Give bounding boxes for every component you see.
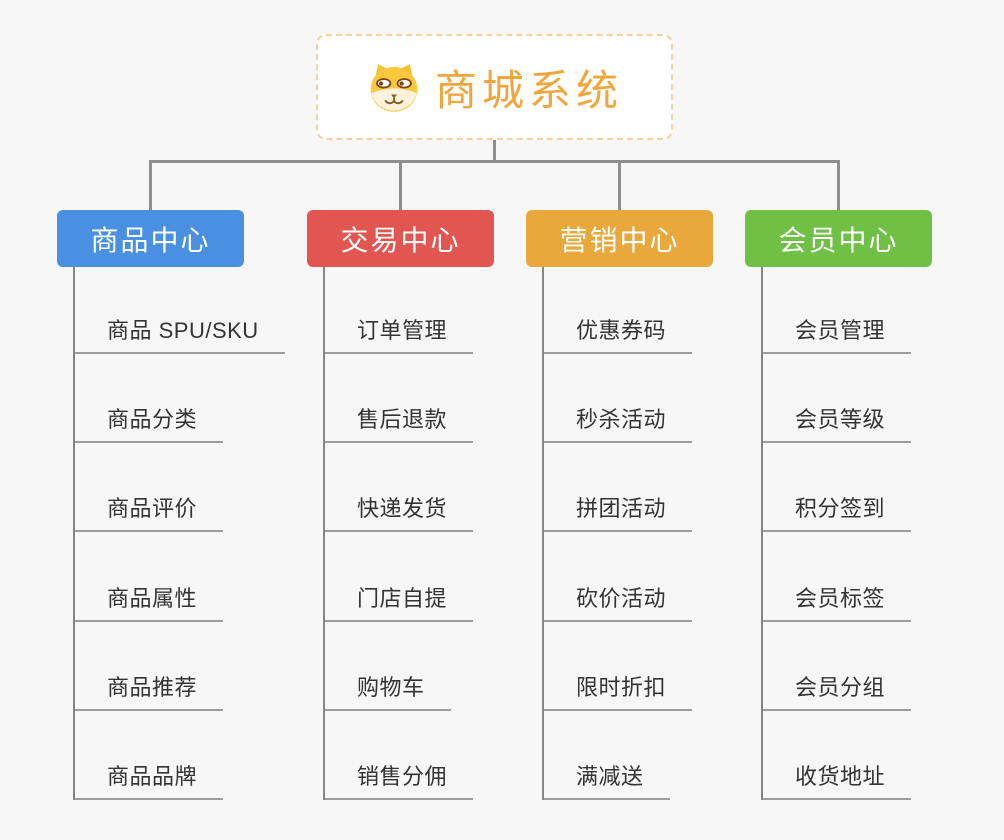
branch-label: 会员中心 [778,224,899,256]
subtopic-item[interactable]: 砍价活动 [544,532,693,622]
subtopic-item[interactable]: 门店自提 [325,532,474,622]
root-topic[interactable]: 商城系统 [316,34,673,140]
root-title: 商城系统 [434,66,623,114]
subtopic-item[interactable]: 商品 SPU/SKU [75,267,285,354]
branch-topic[interactable]: 交易中心 [307,210,494,267]
dog-face-icon [366,61,422,114]
subtopic-item[interactable]: 购物车 [325,622,451,712]
branch-subtopics: 会员管理会员等级积分签到会员标签会员分组收货地址 [761,267,912,801]
subtopic-item[interactable]: 商品品牌 [75,711,224,801]
connector-root-drop [492,140,496,160]
connector-branch-drop-2 [618,160,621,210]
subtopic-item[interactable]: 会员等级 [763,354,912,443]
subtopic-item[interactable]: 会员管理 [763,267,912,354]
branch-subtopics: 订单管理售后退款快递发货门店自提购物车销售分佣 [323,267,474,801]
subtopic-item[interactable]: 会员分组 [763,622,912,712]
branch-1: 交易中心订单管理售后退款快递发货门店自提购物车销售分佣 [307,210,494,801]
branch-label: 营销中心 [559,224,680,256]
connector-branch-drop-3 [837,160,840,210]
subtopic-item[interactable]: 拼团活动 [544,443,693,533]
subtopic-item[interactable]: 商品评价 [75,443,224,533]
subtopic-item[interactable]: 会员标签 [763,532,912,622]
subtopic-item[interactable]: 销售分佣 [325,711,474,801]
subtopic-item[interactable]: 商品属性 [75,532,224,622]
branch-topic[interactable]: 会员中心 [745,210,932,267]
branch-label: 商品中心 [90,224,211,256]
branch-topic[interactable]: 营销中心 [526,210,713,267]
subtopic-item[interactable]: 限时折扣 [544,622,693,712]
connector-branch-drop-0 [149,160,152,210]
subtopic-item[interactable]: 商品推荐 [75,622,224,712]
subtopic-item[interactable]: 优惠券码 [544,267,693,354]
branch-3: 会员中心会员管理会员等级积分签到会员标签会员分组收货地址 [745,210,932,801]
subtopic-item[interactable]: 收货地址 [763,711,912,801]
subtopic-item[interactable]: 快递发货 [325,443,474,533]
connector-bus [149,160,840,163]
branch-2: 营销中心优惠券码秒杀活动拼团活动砍价活动限时折扣满减送 [526,210,713,801]
subtopic-item[interactable]: 商品分类 [75,354,224,443]
subtopic-item[interactable]: 订单管理 [325,267,474,354]
branch-label: 交易中心 [340,224,461,256]
subtopic-item[interactable]: 满减送 [544,711,670,801]
subtopic-item[interactable]: 积分签到 [763,443,912,533]
subtopic-item[interactable]: 秒杀活动 [544,354,693,443]
branch-subtopics: 优惠券码秒杀活动拼团活动砍价活动限时折扣满减送 [542,267,693,801]
subtopic-item[interactable]: 售后退款 [325,354,474,443]
branch-topic[interactable]: 商品中心 [57,210,244,267]
connector-branch-drop-1 [399,160,402,210]
